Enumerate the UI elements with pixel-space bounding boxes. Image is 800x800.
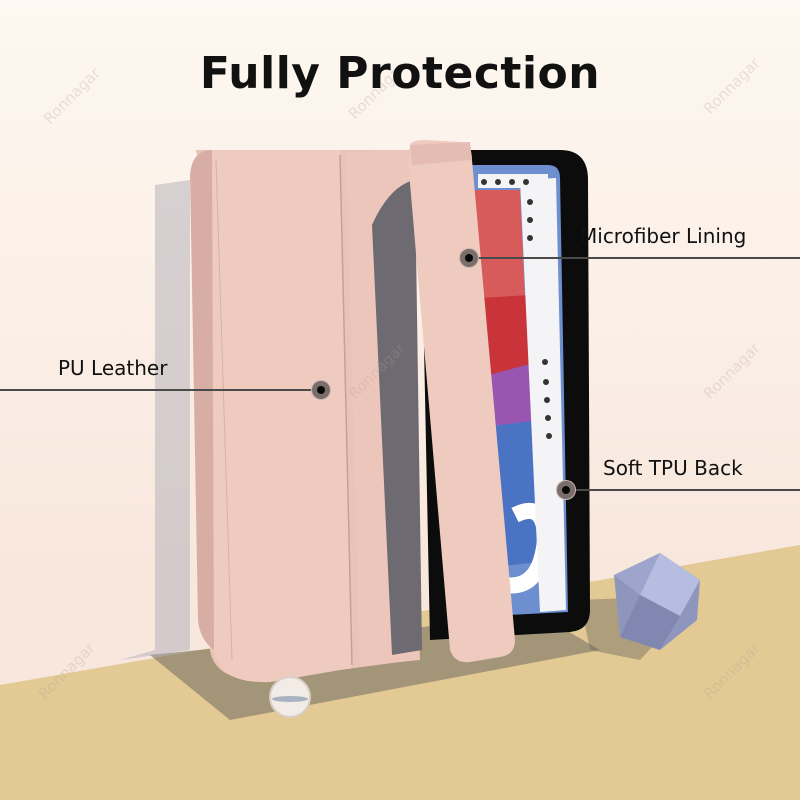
callout-line-microfiber (469, 257, 800, 259)
case-folded-flap (408, 140, 515, 663)
callout-dot-microfiber (460, 249, 478, 267)
case-front-panel (200, 150, 352, 683)
callout-dot-pu-leather (312, 381, 330, 399)
page-title: Fully Protection (199, 48, 601, 99)
callout-microfiber-lining: Microfiber Lining (580, 224, 747, 248)
icosahedron-dice (614, 553, 700, 650)
callout-line-pu-leather (0, 389, 320, 391)
case-inner-shadow (372, 180, 422, 655)
callout-line-tpu-back (566, 489, 800, 491)
callout-soft-tpu-back: Soft TPU Back (603, 456, 743, 480)
callout-pu-leather: PU Leather (58, 356, 168, 380)
callout-dot-tpu-back (557, 481, 575, 499)
